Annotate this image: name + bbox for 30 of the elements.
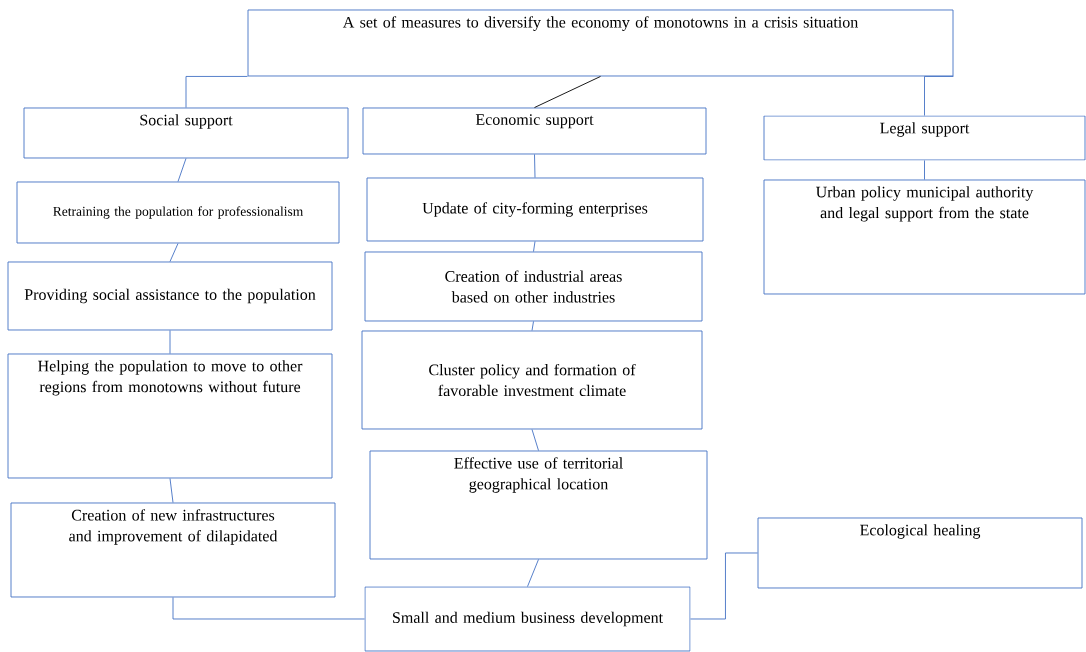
process-box: Urban policy municipal authority and legal support from the state [763, 179, 1086, 295]
connector-line [185, 76, 248, 108]
connector-line [169, 330, 171, 354]
process-box: Economic support [362, 107, 707, 155]
process-box: Retraining the population for professionalism [16, 181, 340, 244]
process-box: Social support [23, 107, 349, 159]
process-box: Creation of industrial areas based on other industries [364, 251, 703, 322]
connector-line [924, 76, 954, 116]
process-box: Legal support [763, 115, 1086, 161]
process-box: Cluster policy and formation of favorable investment climate [361, 330, 703, 430]
connector-line [690, 552, 758, 620]
connector-line [177, 158, 187, 182]
process-box: Update of city-forming enterprises [366, 177, 704, 242]
connector-line [527, 559, 539, 587]
connector-line [169, 478, 174, 503]
connector-line [533, 241, 536, 252]
process-box: Effective use of territorial geographical location [369, 450, 708, 560]
connector-line [924, 160, 925, 180]
process-box: Helping the population to move to other regions from monotowns without future [7, 353, 333, 479]
connector-line [531, 321, 534, 331]
connector-line [534, 154, 536, 178]
connector-line [534, 76, 601, 108]
connector-line [169, 243, 179, 262]
process-box: Creation of new infrastructures and improvement of dilapidated [10, 502, 336, 598]
connector-line [531, 429, 539, 451]
process-box: A set of measures to diversify the economy of monotowns in a crisis situation [247, 9, 954, 77]
process-box: Small and medium business development [364, 586, 691, 652]
process-box: Ecological healing [757, 517, 1083, 589]
process-box: Providing social assistance to the population [7, 261, 333, 331]
connector-line [172, 597, 365, 620]
